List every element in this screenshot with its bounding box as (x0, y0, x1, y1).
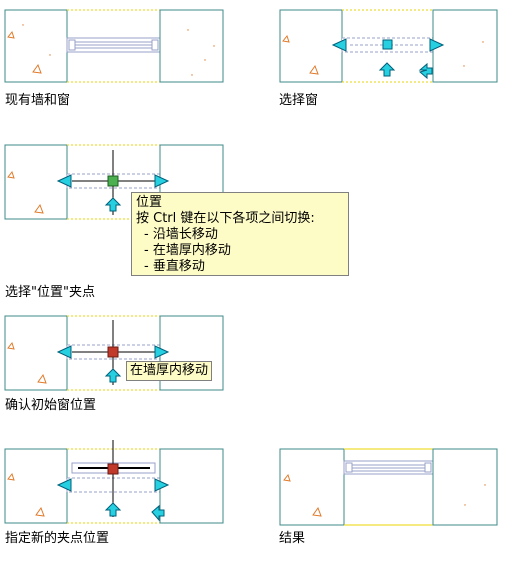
caption-confirm-position: 确认初始窗位置 (5, 398, 97, 413)
flip-grip-icon[interactable] (104, 197, 122, 212)
swing-grip-icon[interactable] (151, 504, 165, 522)
flip-grip-icon[interactable] (104, 368, 122, 383)
wall-right (432, 9, 498, 83)
width-grip-left-icon[interactable] (56, 174, 72, 188)
width-grip-right-icon[interactable] (429, 38, 445, 52)
wall-left (279, 9, 343, 83)
tooltip-item: - 沿墙长移动 (144, 227, 218, 242)
caption-new-grip-position: 指定新的夹点位置 (5, 531, 110, 546)
wall-left (4, 9, 68, 83)
window-moved (343, 460, 434, 475)
wall-left (4, 144, 68, 220)
wall-right (159, 448, 224, 524)
location-grip-dragging-icon[interactable] (107, 463, 119, 475)
location-grip-hover-icon[interactable] (107, 175, 119, 187)
tooltip-line: 按 Ctrl 键在以下各项之间切换: (136, 211, 315, 226)
diagram-confirm-position (4, 315, 224, 391)
caption-existing: 现有墙和窗 (5, 93, 71, 108)
tooltip-move-within-width: 在墙厚内移动 (126, 361, 213, 381)
width-grip-left-icon[interactable] (56, 478, 72, 492)
wall-left (4, 315, 68, 391)
tooltip-item: - 在墙厚内移动 (144, 243, 231, 258)
caption-select-location-grip: 选择"位置"夹点 (5, 285, 95, 300)
panel-confirm-position: 在墙厚内移动 确认初始窗位置 (0, 312, 260, 422)
wall-right (159, 9, 224, 83)
caption-result: 结果 (279, 531, 306, 546)
location-grip-icon[interactable] (382, 39, 393, 50)
panel-select-location-grip: 位置 按 Ctrl 键在以下各项之间切换: - 沿墙长移动 - 在墙厚内移动 -… (0, 140, 360, 305)
panel-new-grip-position: 指定新的夹点位置 (0, 435, 240, 555)
width-grip-right-icon[interactable] (154, 345, 170, 359)
wall-left (279, 448, 345, 526)
location-grip-selected-icon[interactable] (107, 346, 119, 358)
diagram-new-position (4, 440, 224, 524)
diagram-result (279, 448, 498, 526)
width-grip-right-icon[interactable] (154, 478, 170, 492)
window (66, 37, 161, 53)
tooltip-title: 位置 (136, 195, 163, 210)
width-grip-left-icon[interactable] (331, 38, 347, 52)
diagram-select-window (279, 9, 498, 83)
panel-result: 结果 (275, 435, 506, 555)
swing-grip-icon[interactable] (418, 62, 433, 80)
tooltip-item: - 垂直移动 (144, 259, 205, 274)
flip-grip-icon[interactable] (104, 502, 122, 517)
diagram-existing (4, 9, 224, 83)
caption-select-window: 选择窗 (279, 93, 319, 108)
panel-select-window: 选择窗 (275, 0, 506, 110)
wall-left (4, 448, 68, 524)
wall-right (432, 448, 498, 526)
width-grip-left-icon[interactable] (56, 345, 72, 359)
tooltip-location: 位置 按 Ctrl 键在以下各项之间切换: - 沿墙长移动 - 在墙厚内移动 -… (131, 192, 349, 276)
hatch-left (282, 34, 319, 75)
panel-existing: 现有墙和窗 (0, 0, 240, 110)
flip-grip-icon[interactable] (378, 62, 396, 77)
width-grip-right-icon[interactable] (154, 174, 170, 188)
